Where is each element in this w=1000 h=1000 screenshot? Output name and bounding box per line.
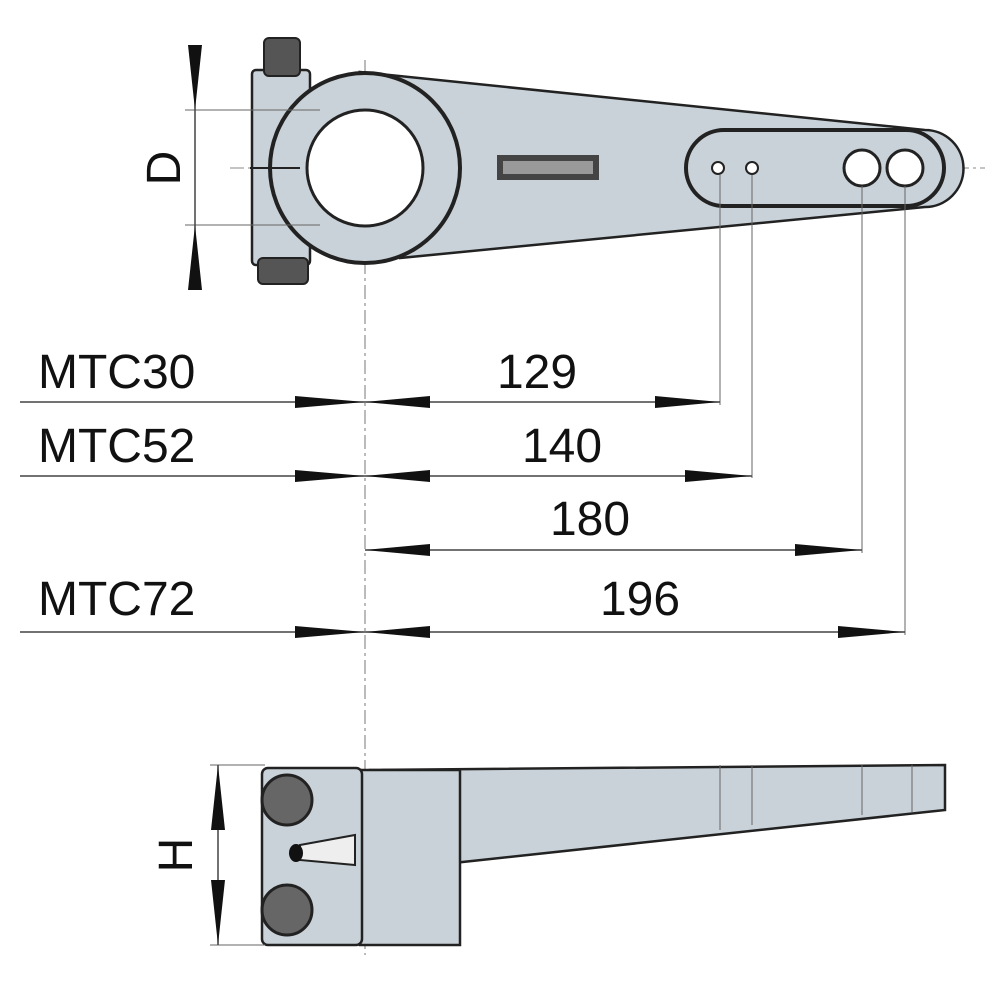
height-dimension: H	[150, 764, 265, 946]
dimension-text: 196	[600, 573, 680, 626]
diameter-dimension: D	[138, 45, 320, 290]
diameter-label: D	[138, 151, 191, 186]
dimension-text: 180	[550, 493, 630, 546]
dimension-row-mtc72: MTC72 196	[20, 573, 905, 638]
dimension-row-mtc30: MTC30 129	[20, 346, 720, 408]
dimension-text: MTC72	[38, 573, 195, 626]
dimension-text: 129	[497, 346, 577, 399]
dimension-text: 140	[522, 420, 602, 473]
logo	[497, 155, 599, 180]
top-view	[250, 37, 965, 285]
dimension-text: MTC30	[38, 346, 195, 399]
dimension-row-mtc52: MTC52 140	[20, 420, 752, 482]
side-view	[260, 763, 947, 947]
dimension-text: MTC52	[38, 420, 195, 473]
height-label: H	[150, 838, 203, 873]
dimension-row-180: 180	[365, 493, 862, 556]
